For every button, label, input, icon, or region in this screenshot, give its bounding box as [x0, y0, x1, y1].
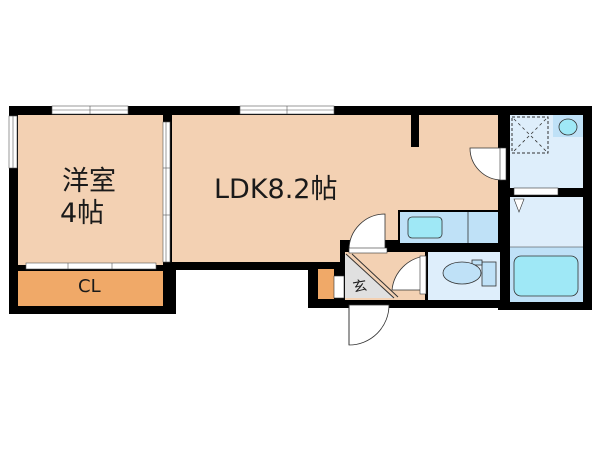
toilet-icon [442, 259, 497, 287]
washbasin-icon [558, 118, 578, 136]
western-room-name: 洋室 [62, 166, 116, 197]
closet-label: CL [78, 276, 101, 297]
western-room-size: 4帖 [60, 198, 105, 229]
washing-machine-space [511, 116, 549, 154]
sink-icon [407, 216, 443, 239]
ldk-entry-door [348, 213, 388, 254]
toilet-door [391, 255, 427, 295]
closet-floor [18, 271, 163, 306]
western-room-floor [18, 115, 163, 265]
ldk-door [469, 147, 507, 181]
closet-sliding-door [25, 262, 157, 270]
front-door[interactable] [348, 304, 390, 346]
genkan-label: 玄 [351, 277, 369, 297]
kitchen-counter [400, 212, 498, 243]
shoe-storage [318, 269, 334, 299]
bathtub-icon [513, 255, 579, 297]
ldk-label: LDK8.2帖 [214, 174, 338, 205]
windows [8, 105, 335, 169]
bath-sliding-door [513, 187, 559, 196]
partition-stub [411, 115, 419, 147]
room-sliding-door [162, 121, 171, 263]
